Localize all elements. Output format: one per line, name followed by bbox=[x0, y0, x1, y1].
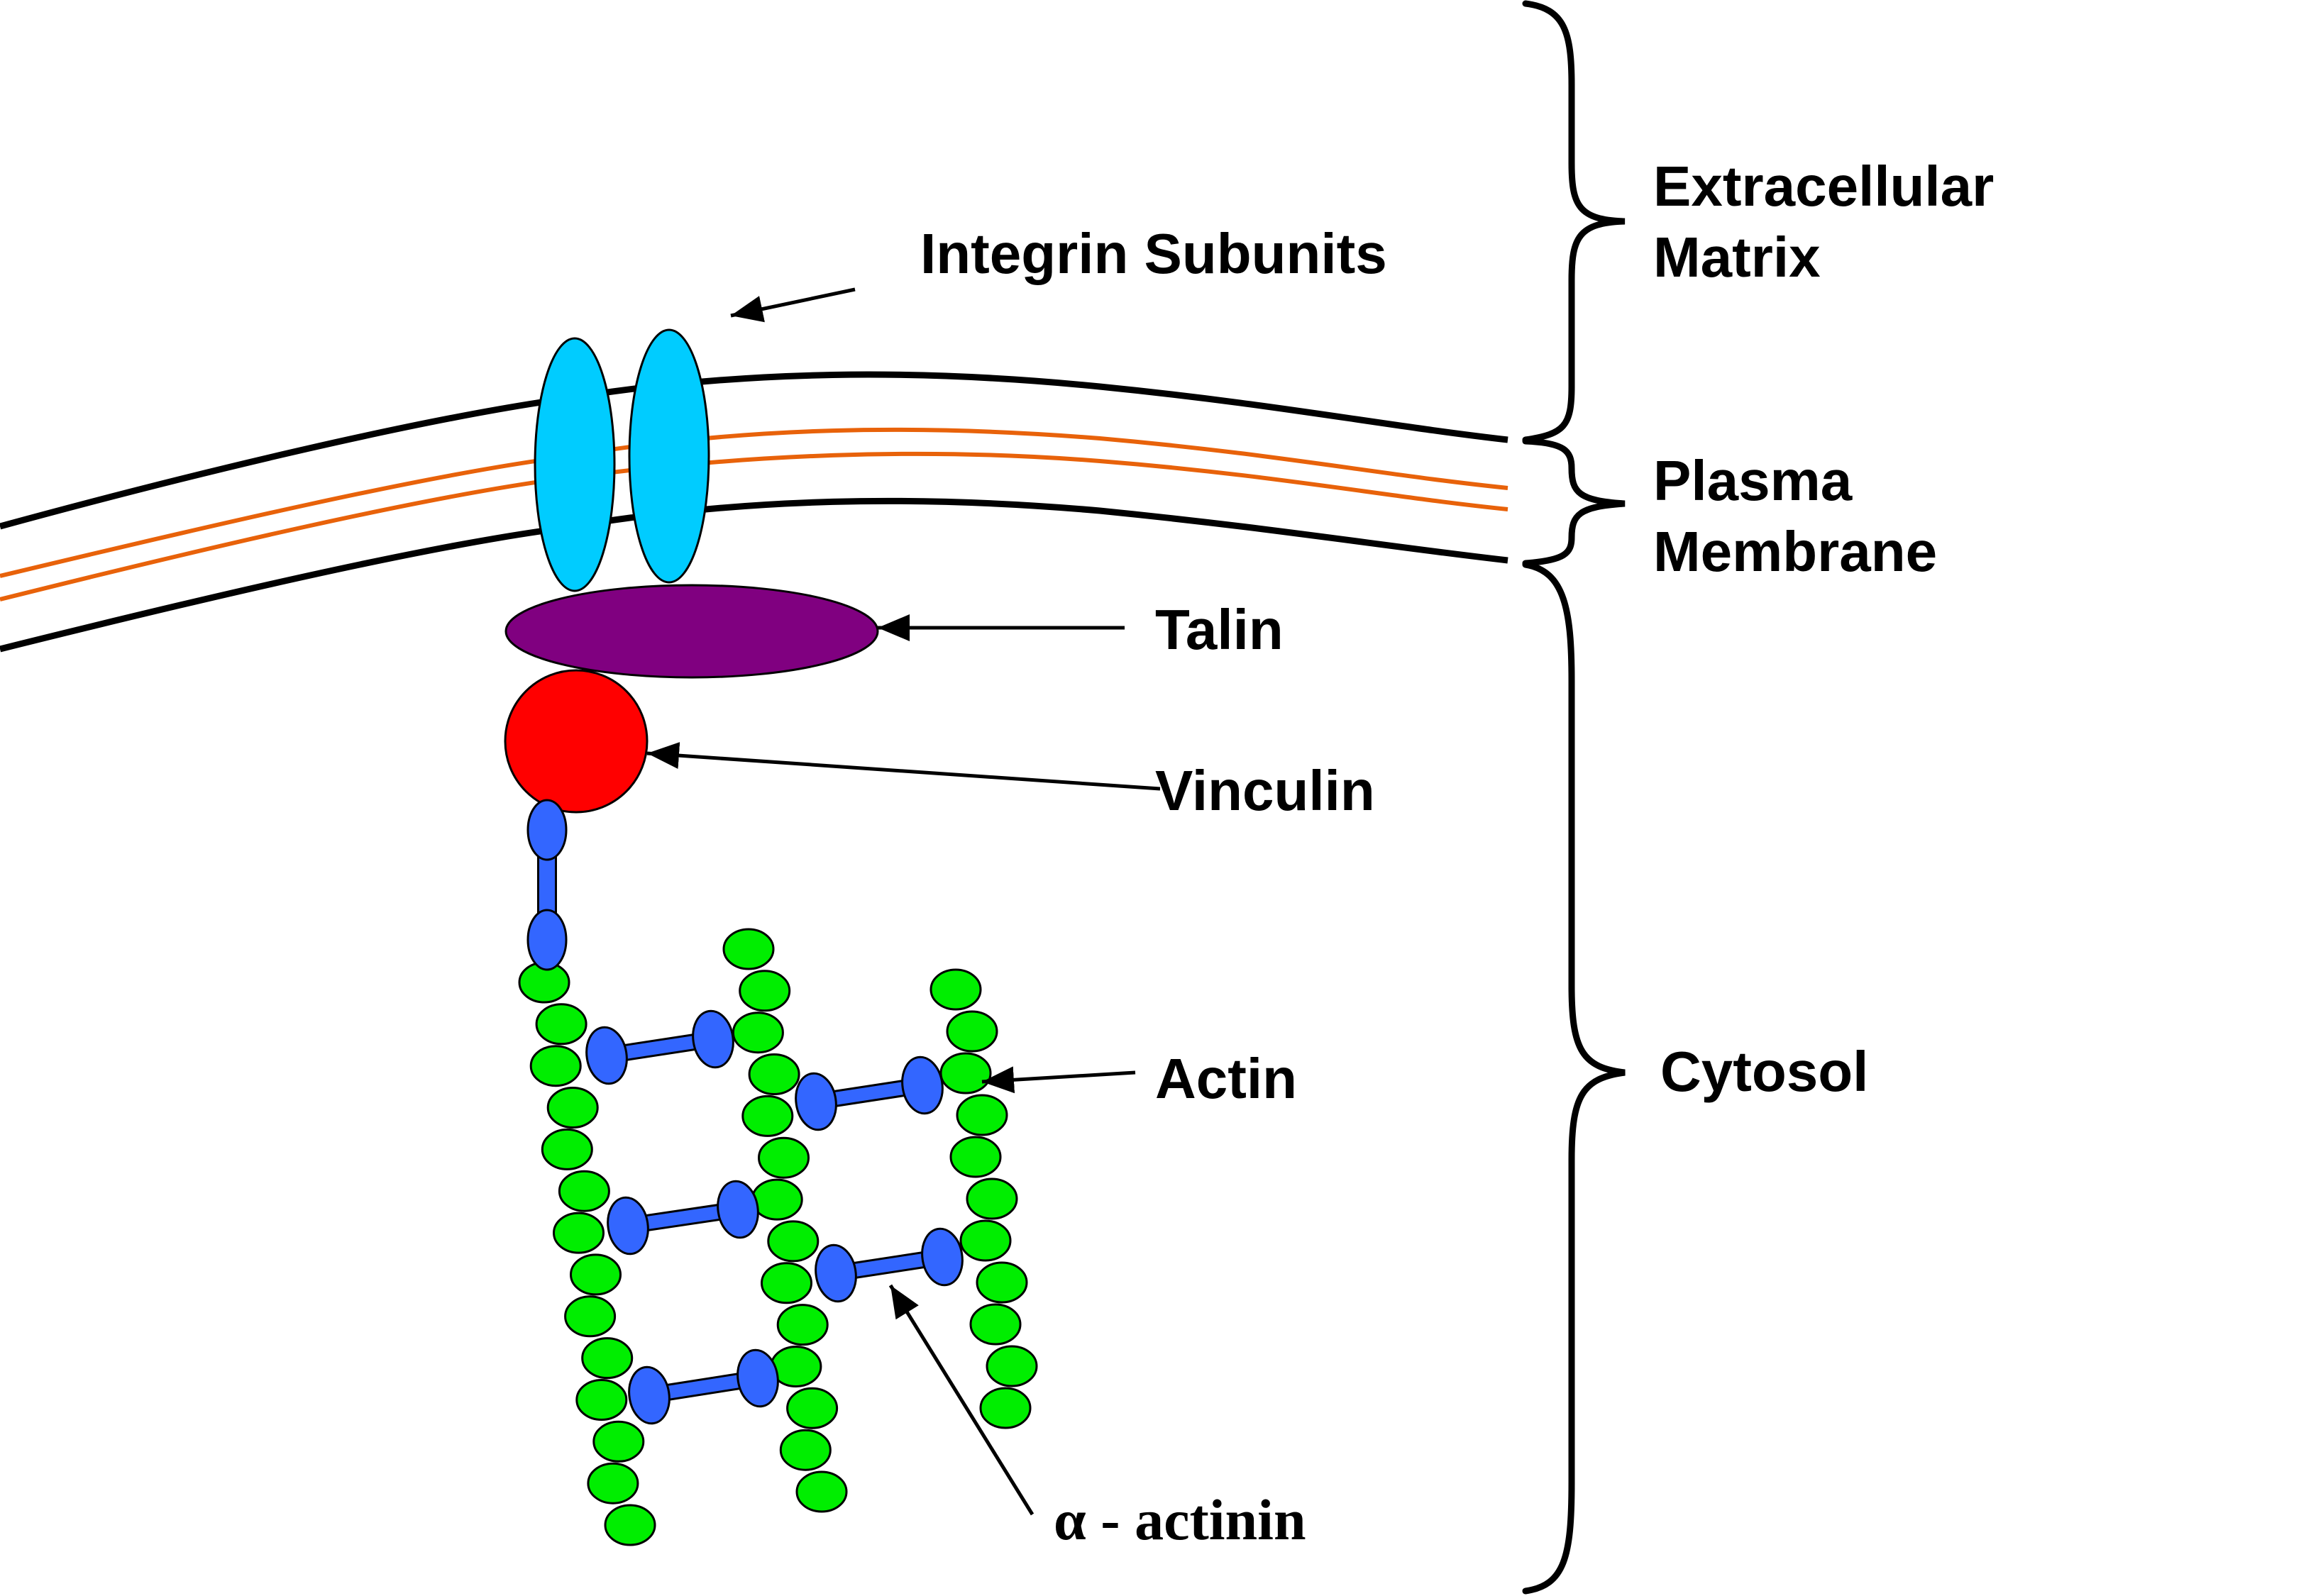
vinculin-protein bbox=[504, 669, 649, 814]
actin-monomer bbox=[564, 1295, 617, 1338]
extracellular-brace bbox=[1522, 0, 1626, 443]
actinin-head bbox=[526, 909, 568, 971]
actin-monomer bbox=[587, 1462, 639, 1504]
actinin-head bbox=[737, 1348, 779, 1408]
actin-monomer bbox=[570, 1253, 622, 1296]
actin-monomer bbox=[949, 1136, 1002, 1178]
membrane-inner-line-2 bbox=[0, 451, 1508, 602]
plasma-membrane-brace bbox=[1522, 438, 1626, 567]
actinin-head bbox=[607, 1196, 649, 1256]
integrin-subunit-alpha bbox=[534, 337, 616, 592]
actin-monomer bbox=[929, 968, 982, 1011]
membrane-outer-line-bottom bbox=[0, 497, 1508, 653]
integrin-subunit-beta bbox=[628, 328, 710, 584]
alpha-actinin-5 bbox=[628, 1348, 779, 1425]
alpha-actinin-2 bbox=[795, 1055, 944, 1131]
actin-monomer bbox=[969, 1303, 1022, 1346]
actinin-head bbox=[628, 1365, 671, 1425]
alpha-actinin-label: α - actinin bbox=[1054, 1487, 1306, 1552]
alpha-actinin-4 bbox=[815, 1227, 964, 1303]
actinin-head bbox=[585, 1026, 628, 1085]
actin-monomer bbox=[776, 1304, 829, 1346]
actin-monomer bbox=[946, 1010, 998, 1053]
plasma-membrane bbox=[0, 371, 1508, 653]
actin-monomer bbox=[976, 1261, 1028, 1304]
vinculin-label: Vinculin bbox=[1155, 759, 1375, 822]
alpha-actinin-3 bbox=[607, 1180, 759, 1256]
plasma-membrane-label-line1: Plasma bbox=[1653, 449, 1853, 512]
actinin-arrow bbox=[888, 1284, 1035, 1516]
actin-monomer bbox=[546, 1087, 599, 1129]
actin-monomer bbox=[795, 1470, 848, 1513]
actin-monomer bbox=[741, 1095, 794, 1137]
actin-arrow bbox=[981, 1066, 1136, 1094]
plasma-membrane-label-line2: Membrane bbox=[1653, 520, 1937, 583]
actinin-head bbox=[795, 1072, 837, 1131]
actin-monomer bbox=[979, 1387, 1032, 1429]
actin-filament-middle bbox=[722, 928, 848, 1513]
actin-monomer bbox=[986, 1345, 1038, 1387]
actin-monomer bbox=[575, 1379, 628, 1421]
talin-protein bbox=[504, 584, 879, 679]
actin-monomer bbox=[553, 1212, 605, 1254]
extracellular-matrix-label-line1: Extracellular bbox=[1653, 155, 1994, 218]
actin-monomer bbox=[558, 1170, 610, 1212]
vinculin-actin-linker bbox=[526, 799, 568, 971]
actin-monomer bbox=[959, 1219, 1012, 1262]
actinin-head bbox=[526, 799, 568, 861]
integrin-subunits-label: Integrin Subunits bbox=[920, 222, 1387, 285]
actin-monomer bbox=[767, 1220, 820, 1263]
extracellular-matrix-label-line2: Matrix bbox=[1653, 226, 1821, 289]
actinin-head bbox=[815, 1243, 857, 1303]
alpha-actinin-crosslinks bbox=[526, 799, 964, 1425]
actinin-head bbox=[692, 1009, 734, 1069]
actin-monomer bbox=[541, 1128, 593, 1170]
integrin-subunits bbox=[534, 328, 710, 592]
integrin-arrow bbox=[730, 287, 856, 323]
actin-monomer bbox=[529, 1045, 582, 1087]
membrane-inner-line-1 bbox=[0, 427, 1508, 578]
actinin-head bbox=[717, 1180, 759, 1239]
membrane-outer-line-top bbox=[0, 371, 1508, 530]
cytosol-label: Cytosol bbox=[1660, 1040, 1868, 1103]
actinin-head bbox=[901, 1055, 944, 1115]
actinin-head bbox=[921, 1227, 964, 1287]
actin-filaments bbox=[518, 928, 1038, 1546]
actin-monomer bbox=[758, 1136, 810, 1179]
pointer-arrows bbox=[646, 287, 1161, 1516]
actin-monomer bbox=[966, 1177, 1018, 1220]
actin-monomer bbox=[751, 1178, 803, 1221]
region-braces bbox=[1522, 0, 1626, 1595]
actin-monomer bbox=[761, 1262, 812, 1304]
actin-monomer bbox=[739, 970, 791, 1012]
vinculin-arrow bbox=[646, 742, 1161, 791]
actin-monomer bbox=[604, 1504, 656, 1546]
alpha-actinin-1 bbox=[585, 1009, 734, 1085]
actin-monomer bbox=[722, 928, 775, 970]
actin-monomer bbox=[956, 1094, 1008, 1136]
actin-filament-right bbox=[929, 968, 1038, 1429]
actin-monomer bbox=[748, 1053, 800, 1095]
talin-label: Talin bbox=[1155, 598, 1284, 661]
actin-label: Actin bbox=[1155, 1047, 1297, 1110]
actin-monomer bbox=[779, 1429, 832, 1471]
actin-monomer bbox=[732, 1012, 784, 1054]
actin-monomer bbox=[535, 1003, 587, 1046]
cytosol-brace bbox=[1522, 561, 1626, 1595]
actin-monomer bbox=[939, 1052, 992, 1095]
actin-monomer bbox=[592, 1420, 645, 1463]
actin-filament-left bbox=[518, 961, 656, 1546]
actin-monomer bbox=[581, 1337, 634, 1380]
actin-monomer bbox=[786, 1387, 839, 1429]
